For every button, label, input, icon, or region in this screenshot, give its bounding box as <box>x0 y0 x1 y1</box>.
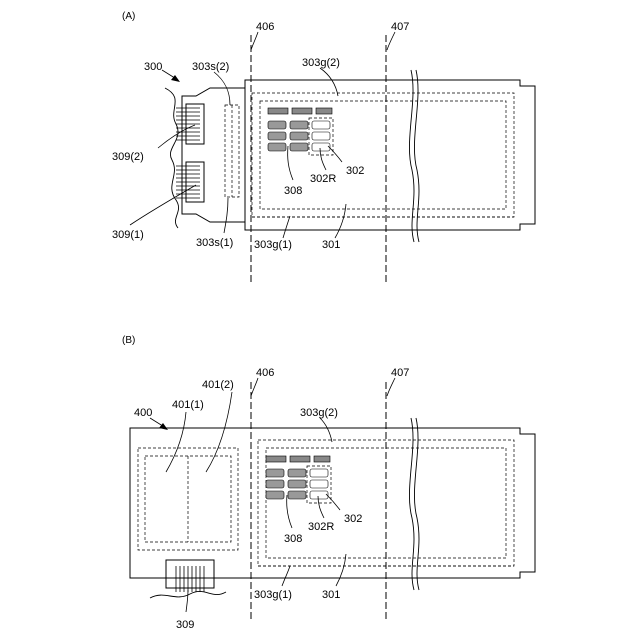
panel-a-leader-303s1 <box>224 198 228 233</box>
panel-b-leader-303g2 <box>320 418 332 442</box>
panel-b-label-407: 407 <box>391 367 409 379</box>
panel-a-label-303g1: 303g(1) <box>254 239 292 251</box>
panel-a-label-309-2: 309(2) <box>112 151 144 163</box>
panel-b-label-309: 309 <box>176 619 194 631</box>
panel-a-leader-302 <box>328 146 342 162</box>
panel-a-leader-309-2 <box>158 125 195 148</box>
panel-b-label-401-2: 401(2) <box>202 379 234 391</box>
panel-b-label-401-1: 401(1) <box>172 399 204 411</box>
panel-b-label-303g1: 303g(1) <box>254 589 292 601</box>
panel-b-terminal-309 <box>166 560 214 588</box>
panel-a-label-303s2: 303s(2) <box>192 61 229 73</box>
panel-a-label-303s1: 303s(1) <box>196 237 233 249</box>
panel-a-caption: (A) <box>122 11 135 22</box>
panel-a-label-300: 300 <box>144 61 162 73</box>
panel-a-break-wave-left <box>165 88 179 228</box>
panel-b-leader-401-1 <box>166 412 186 472</box>
panel-b-leader-308 <box>287 495 292 528</box>
panel-a-body-outline <box>245 80 535 230</box>
panel-a-terminal-309-1 <box>176 162 204 202</box>
panel-b-label-303g2: 303g(2) <box>300 407 338 419</box>
panel-b: (B) <box>122 335 535 631</box>
panel-b-label-406: 406 <box>256 367 274 379</box>
panel-a-leader-407 <box>387 32 395 50</box>
panel-b-leader-309 <box>186 590 188 612</box>
panel-b-break-wave-right-2 <box>414 418 419 590</box>
panel-a-label-308: 308 <box>284 185 302 197</box>
panel-b-leader-302 <box>326 494 340 510</box>
panel-a-leader-406 <box>251 32 258 50</box>
panel-b-body-outline <box>130 428 535 578</box>
panel-a-leader-309-1 <box>130 185 196 225</box>
panel-b-leader-406 <box>251 378 258 396</box>
panel-a-label-309-1: 309(1) <box>112 229 144 241</box>
panel-a-break-wave-right-2 <box>414 70 419 242</box>
panel-a-gate-line-outer <box>252 93 514 217</box>
panel-a-pixel-array <box>268 108 333 155</box>
panel-a-leader-303g2 <box>320 68 338 96</box>
panel-a-break-wave-right-1 <box>409 70 414 242</box>
panel-b-label-302R: 302R <box>308 521 334 533</box>
panel-b-leader-407 <box>387 378 395 396</box>
panel-a: (A) <box>112 11 535 282</box>
panel-b-label-308: 308 <box>284 533 302 545</box>
panel-a-label-303g2: 303g(2) <box>302 57 340 69</box>
panel-b-break-wave-right-1 <box>409 418 414 590</box>
panel-a-label-302R: 302R <box>310 173 336 185</box>
panel-b-leader-301 <box>336 554 346 586</box>
panel-b-leader-401-2 <box>206 392 232 472</box>
panel-b-label-400: 400 <box>134 407 152 419</box>
panel-a-label-407: 407 <box>391 21 409 33</box>
panel-b-leader-303g1 <box>282 566 290 586</box>
panel-a-label-406: 406 <box>256 21 274 33</box>
panel-b-label-301: 301 <box>322 589 340 601</box>
panel-a-label-302: 302 <box>346 165 364 177</box>
panel-a-terminal-309-2 <box>176 104 204 144</box>
panel-b-caption: (B) <box>122 335 135 346</box>
panel-a-leader-303g1 <box>283 216 290 238</box>
panel-b-pixel-array <box>266 456 331 503</box>
panel-b-label-302: 302 <box>344 513 362 525</box>
panel-a-label-301: 301 <box>322 239 340 251</box>
